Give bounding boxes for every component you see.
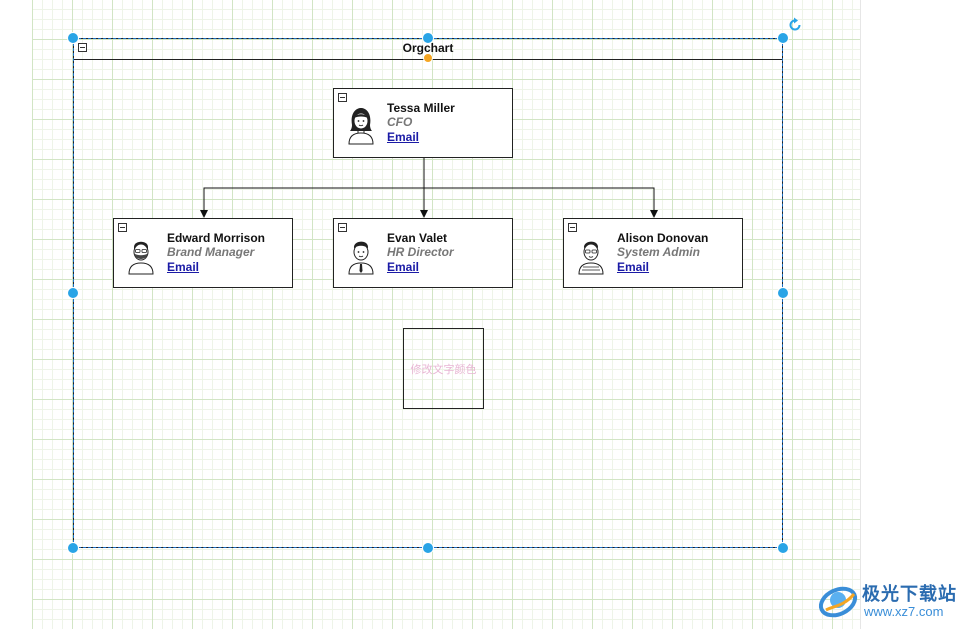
card-name: Evan Valet — [387, 231, 448, 245]
card-role: System Admin — [617, 245, 700, 259]
resize-handle-bottom-right[interactable] — [777, 542, 789, 554]
resize-handle-top-left[interactable] — [67, 32, 79, 44]
card-email-link[interactable]: Email — [387, 260, 420, 274]
org-card-tessa-miller[interactable]: Tessa Miller CFO Email — [333, 88, 513, 158]
female-avatar-icon — [348, 108, 374, 145]
card-role: HR Director — [387, 245, 454, 259]
card-collapse-button[interactable] — [338, 93, 347, 102]
card-role: Brand Manager — [167, 245, 255, 259]
card-email-link[interactable]: Email — [387, 130, 420, 144]
resize-handle-right[interactable] — [777, 287, 789, 299]
card-role: CFO — [387, 115, 413, 129]
man-glasses-avatar-icon — [578, 241, 604, 275]
card-collapse-button[interactable] — [118, 223, 127, 232]
watermark: 极光下载站 www.xz7.com — [816, 578, 974, 624]
card-name: Alison Donovan — [617, 231, 709, 245]
bearded-man-avatar-icon — [128, 241, 154, 275]
container-title: Orgchart — [402, 41, 454, 55]
org-card-alison-donovan[interactable]: Alison Donovan System Admin Email — [563, 218, 743, 288]
card-collapse-button[interactable] — [338, 223, 347, 232]
text-shape[interactable]: 修改文字颜色 — [403, 328, 484, 409]
resize-handle-top[interactable] — [422, 32, 434, 44]
watermark-title: 极光下载站 — [862, 584, 957, 604]
card-name: Tessa Miller — [387, 101, 455, 115]
man-tie-avatar-icon — [348, 241, 374, 275]
resize-handle-bottom[interactable] — [422, 542, 434, 554]
card-email-link[interactable]: Email — [167, 260, 200, 274]
container-collapse-button[interactable] — [78, 43, 87, 52]
org-card-edward-morrison[interactable]: Edward Morrison Brand Manager Email — [113, 218, 293, 288]
rotate-handle-icon[interactable] — [787, 17, 803, 33]
resize-handle-bottom-left[interactable] — [67, 542, 79, 554]
card-collapse-button[interactable] — [568, 223, 577, 232]
card-name: Edward Morrison — [167, 231, 266, 245]
watermark-url: www.xz7.com — [864, 604, 944, 619]
container-size-handle[interactable] — [423, 53, 433, 63]
watermark-logo-icon — [818, 586, 858, 618]
right-blank-area — [860, 0, 978, 629]
org-card-evan-valet[interactable]: Evan Valet HR Director Email — [333, 218, 513, 288]
resize-handle-left[interactable] — [67, 287, 79, 299]
resize-handle-top-right[interactable] — [777, 32, 789, 44]
text-shape-label: 修改文字颜色 — [410, 363, 477, 376]
card-email-link[interactable]: Email — [617, 260, 650, 274]
